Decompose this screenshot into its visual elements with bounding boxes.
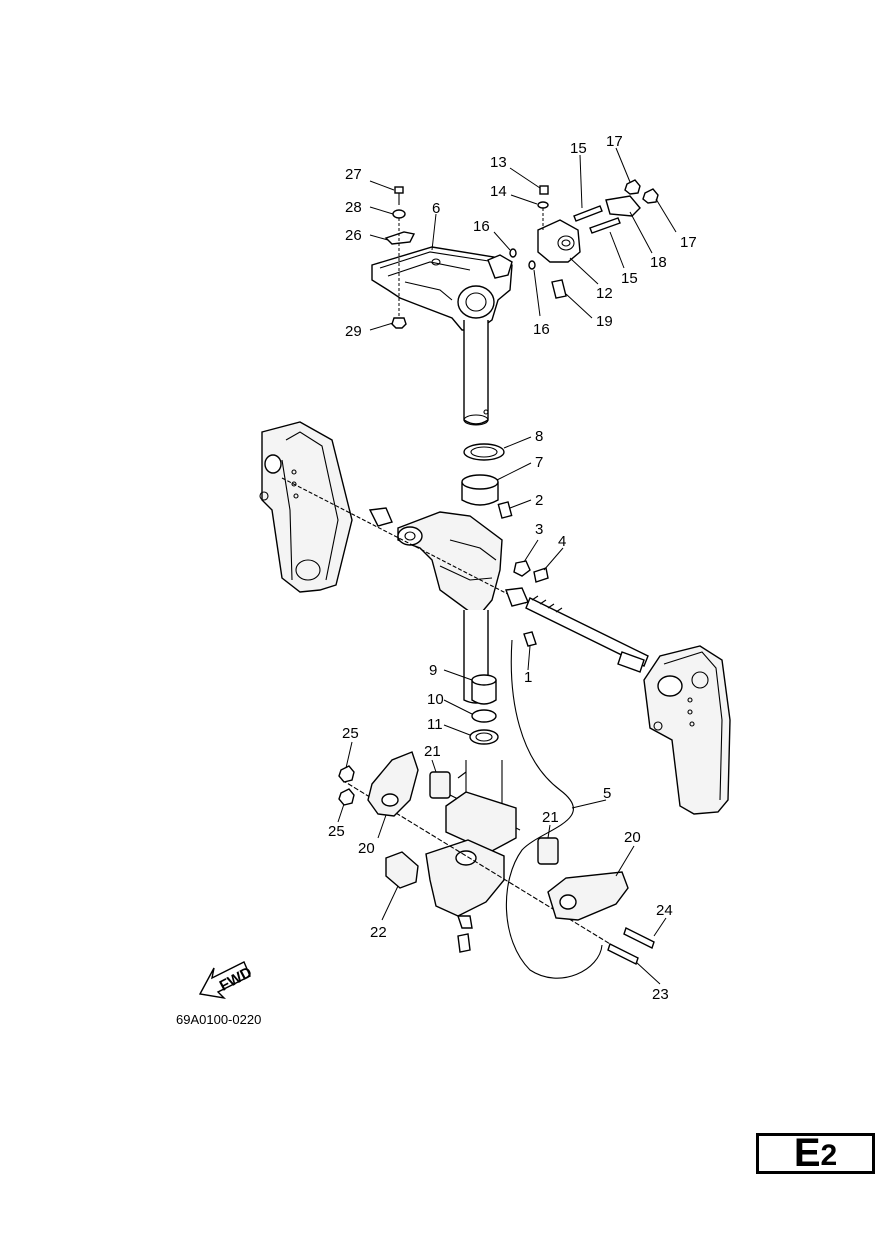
callout-11: 11 (427, 716, 443, 733)
nut-25a (338, 765, 355, 783)
callout-20a: 20 (358, 840, 375, 857)
callout-26: 26 (345, 227, 362, 244)
callout-9: 9 (429, 662, 437, 679)
callout-20b: 20 (624, 829, 641, 846)
steering-bracket-part-6 (371, 246, 513, 331)
stud-15b (589, 217, 621, 234)
block-22 (385, 851, 419, 889)
swivel-bracket (397, 511, 503, 704)
callout-5: 5 (603, 785, 611, 802)
bolt-4 (533, 567, 549, 583)
callout-21b: 21 (542, 809, 559, 826)
clamp-bracket-right (643, 645, 731, 815)
mount-20-left (367, 751, 419, 817)
callout-15b: 15 (621, 270, 638, 287)
o-ring-10 (471, 709, 497, 723)
callout-16a: 16 (473, 218, 490, 235)
rubber-block-21b (537, 837, 559, 865)
callout-29: 29 (345, 323, 362, 340)
callout-16b: 16 (533, 321, 550, 338)
washer-28 (392, 209, 406, 219)
link-bracket-12 (537, 219, 581, 263)
callout-6: 6 (432, 200, 440, 217)
callout-27: 27 (345, 166, 362, 183)
diagram-code: 69A0100-0220 (176, 1012, 262, 1027)
washer-8 (463, 443, 505, 461)
callout-22: 22 (370, 924, 387, 941)
screw-1 (523, 631, 537, 647)
rubber-block-21a (429, 771, 451, 799)
callout-8: 8 (535, 428, 543, 445)
bushing-left (368, 507, 393, 527)
lower-through-rod (341, 779, 621, 951)
nut-3 (513, 560, 531, 577)
callout-24: 24 (656, 902, 673, 919)
lower-mount-housing (425, 760, 521, 929)
callout-14: 14 (490, 183, 507, 200)
bushing-right (505, 587, 529, 607)
callout-3: 3 (535, 521, 543, 538)
bushing-9 (471, 674, 497, 705)
washer-14 (537, 201, 549, 209)
callout-17a: 17 (606, 133, 623, 150)
callout-2: 2 (535, 492, 543, 509)
callout-17b: 17 (680, 234, 697, 251)
bushing-7 (461, 474, 499, 506)
callout-10: 10 (427, 691, 444, 708)
nut-17b (642, 188, 659, 204)
fwd-arrow-icon: FWD (198, 961, 255, 1000)
callout-25b: 25 (328, 823, 345, 840)
grease-nipple-19 (551, 279, 567, 299)
callout-23: 23 (652, 986, 669, 1003)
nut-25b (338, 788, 355, 806)
stud-15a (573, 205, 603, 222)
bolt-24 (623, 927, 655, 949)
bolt-23 (607, 943, 639, 965)
callout-labels: 27 28 26 29 6 16 13 14 15 17 17 18 15 12… (328, 133, 697, 1003)
washer-16a (509, 248, 517, 258)
callout-12: 12 (596, 285, 613, 302)
callout-18: 18 (650, 254, 667, 271)
callout-15a: 15 (570, 140, 587, 157)
bolt-27 (394, 186, 404, 205)
clamp-bracket-left (259, 421, 353, 593)
page-badge: E 2 (756, 1133, 875, 1174)
callout-28: 28 (345, 199, 362, 216)
bottom-bolt (457, 933, 471, 953)
callout-1: 1 (524, 669, 532, 686)
page-badge-number: 2 (820, 1139, 838, 1172)
plate-18 (605, 195, 641, 217)
page-badge-letter: E (793, 1131, 821, 1175)
nut-17a (624, 179, 641, 195)
tilt-tube (281, 477, 649, 673)
callout-13: 13 (490, 154, 507, 171)
callout-25a: 25 (342, 725, 359, 742)
seal-11 (469, 729, 499, 745)
mount-20-right (547, 871, 629, 921)
plate-26 (384, 231, 416, 245)
callout-19: 19 (596, 313, 613, 330)
bolt-13 (539, 185, 549, 195)
steering-shaft (463, 320, 489, 426)
callout-leaders (337, 147, 677, 985)
callout-7: 7 (535, 454, 543, 471)
collar-2 (497, 501, 513, 519)
callout-21a: 21 (424, 743, 441, 760)
callout-4: 4 (558, 533, 566, 550)
washer-16b (528, 260, 536, 270)
ground-cable-5 (505, 639, 603, 979)
nut-29 (391, 317, 407, 329)
